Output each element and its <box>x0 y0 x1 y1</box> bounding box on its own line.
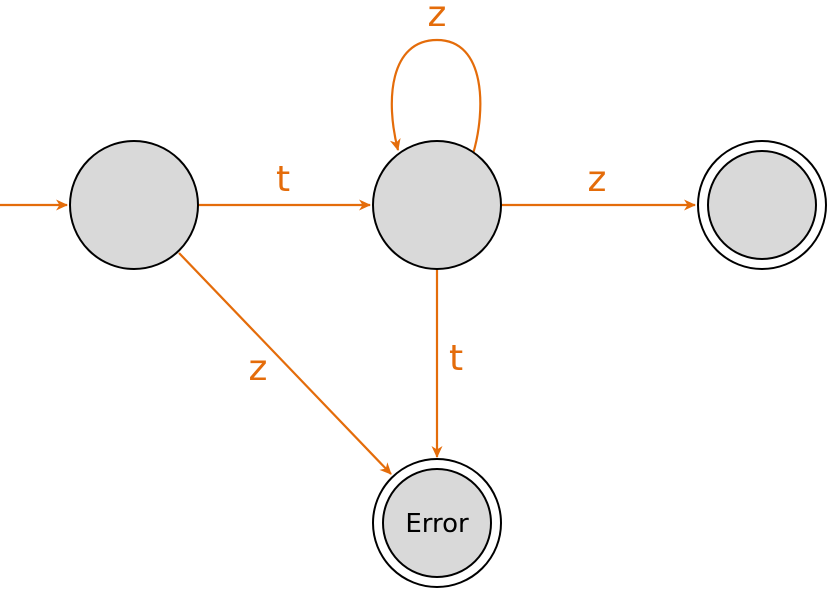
state-error: Error <box>372 458 502 588</box>
state-s0 <box>69 140 199 270</box>
label-s1-s2: z <box>588 159 607 200</box>
state-label: Error <box>405 509 469 539</box>
label-s1-s1: z <box>428 0 447 35</box>
transitions <box>0 38 696 475</box>
state-s2 <box>697 140 827 270</box>
label-s0-s1: t <box>276 159 290 200</box>
transition-s0-error <box>178 252 392 475</box>
label-s1-error: t <box>449 338 463 379</box>
transition-labels: t z z z t <box>249 0 607 389</box>
state-circle <box>707 150 817 260</box>
state-circle <box>69 140 199 270</box>
state-s1 <box>372 140 502 270</box>
label-s0-error: z <box>249 348 268 389</box>
transition-s1-s1-loop <box>389 38 482 155</box>
state-circle <box>382 468 492 578</box>
state-circle <box>372 140 502 270</box>
